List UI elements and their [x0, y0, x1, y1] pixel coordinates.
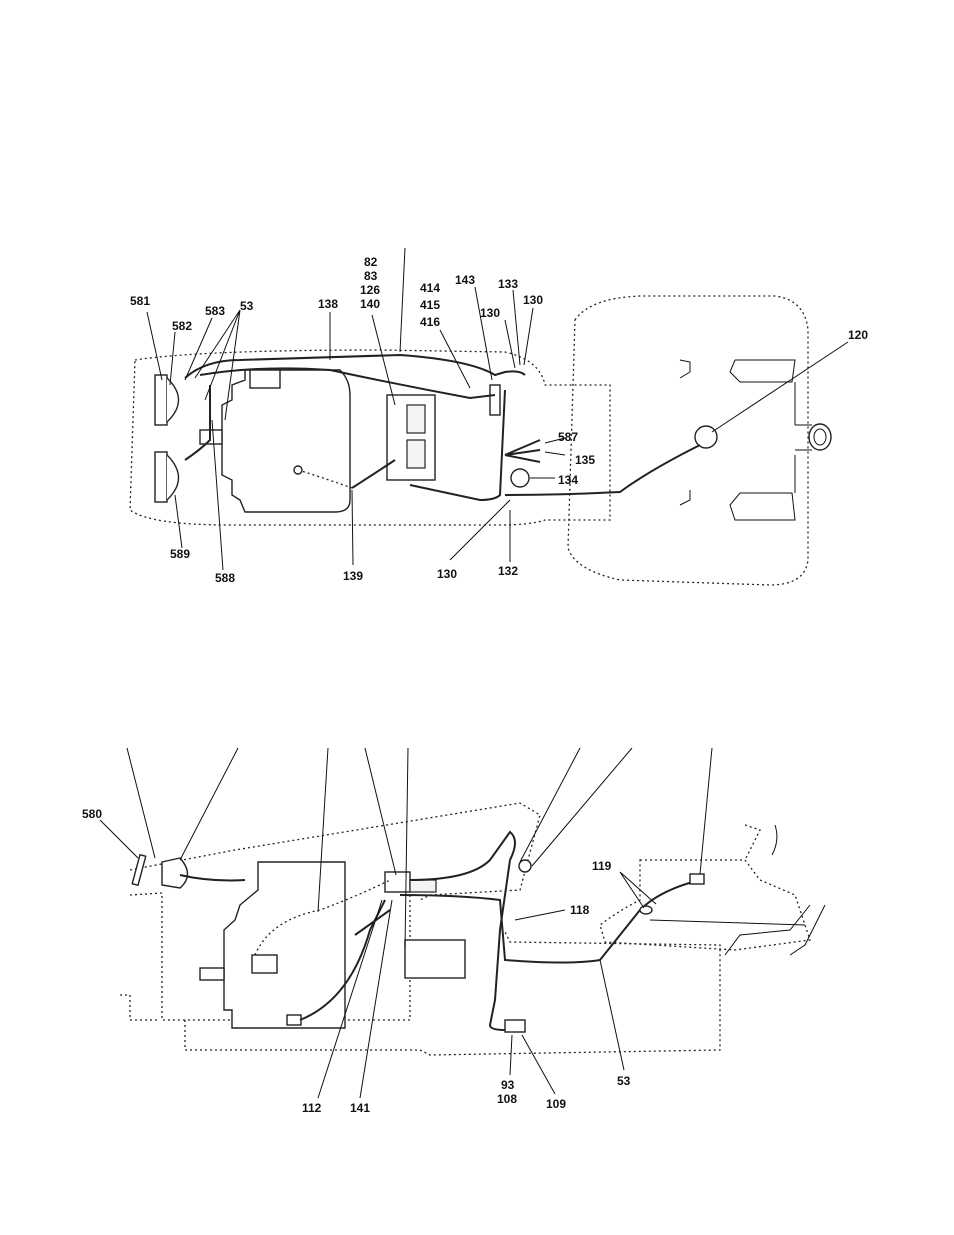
engine-top-box	[250, 370, 280, 388]
label-130-bottom: 130	[437, 567, 457, 581]
rear-frame-outline	[600, 860, 810, 950]
label-53-top: 53	[240, 299, 254, 313]
battery-cell-top	[407, 405, 425, 433]
label-83: 83	[364, 269, 378, 283]
battery-cell-bottom	[407, 440, 425, 468]
engine-block	[222, 370, 350, 512]
label-130-top-left: 130	[480, 306, 500, 320]
side-view: 580 119 118 112 141 93 108 109 53	[82, 748, 825, 1115]
connector-fan	[505, 440, 540, 462]
clip-119	[640, 906, 652, 914]
deck-slot-upper	[680, 360, 795, 382]
label-141: 141	[350, 1101, 370, 1115]
axle-hub	[809, 424, 831, 450]
headlight-pin	[132, 855, 146, 886]
ignition-module	[511, 469, 529, 487]
label-108: 108	[497, 1092, 517, 1106]
label-118: 118	[570, 903, 590, 917]
label-133: 133	[498, 277, 518, 291]
headlight-left-upper-shell	[167, 378, 179, 422]
switch-block	[490, 385, 500, 415]
label-580: 580	[82, 807, 102, 821]
side-harness-front	[180, 875, 245, 880]
label-139: 139	[343, 569, 363, 583]
rear-sensor-119	[690, 874, 704, 884]
label-143: 143	[455, 273, 475, 287]
engine-sensor	[294, 466, 302, 474]
headlight-left-lower	[155, 452, 167, 502]
seat-back-line	[745, 825, 760, 860]
headlight-left-lower-shell	[167, 455, 179, 500]
label-583: 583	[205, 304, 225, 318]
label-93: 93	[501, 1078, 515, 1092]
label-414: 414	[420, 281, 440, 295]
engine-lower-connector	[287, 1015, 301, 1025]
label-135: 135	[575, 453, 595, 467]
label-112: 112	[302, 1101, 322, 1115]
label-589: 589	[170, 547, 190, 561]
rear-deck-line	[650, 905, 825, 955]
engine-side-shaft	[200, 968, 224, 980]
harness-to-seat	[505, 445, 700, 495]
label-130-top-right: 130	[523, 293, 543, 307]
side-harness-engine-b	[355, 910, 390, 935]
headlight-side	[162, 858, 188, 888]
label-134: 134	[558, 473, 578, 487]
battery-terminal	[410, 880, 436, 892]
seat-deck-outline	[568, 296, 808, 585]
label-587: 587	[558, 430, 578, 444]
label-140: 140	[360, 297, 380, 311]
label-120: 120	[848, 328, 868, 342]
label-588: 588	[215, 571, 235, 585]
label-416: 416	[420, 315, 440, 329]
label-126: 126	[360, 283, 380, 297]
label-82: 82	[364, 255, 378, 269]
seat-switch	[695, 426, 717, 448]
seat-top-line	[772, 825, 777, 855]
side-switch-109	[505, 1020, 525, 1032]
label-138: 138	[318, 297, 338, 311]
deck-slot-lower	[680, 490, 795, 520]
battery-tray	[405, 940, 465, 978]
label-53-side: 53	[617, 1074, 631, 1088]
label-415: 415	[420, 298, 440, 312]
headlight-left-upper	[155, 375, 167, 425]
side-harness-main	[410, 832, 515, 1030]
top-view: 82 83 126 140 414 415 416 143 133 130 13…	[130, 248, 868, 585]
label-581: 581	[130, 294, 150, 308]
side-plug	[519, 860, 531, 872]
label-109: 109	[546, 1097, 566, 1111]
label-582: 582	[172, 319, 192, 333]
engine-side-sensor	[252, 955, 277, 973]
label-119: 119	[592, 859, 612, 873]
label-132: 132	[498, 564, 518, 578]
leader-lines-side	[100, 748, 712, 1098]
